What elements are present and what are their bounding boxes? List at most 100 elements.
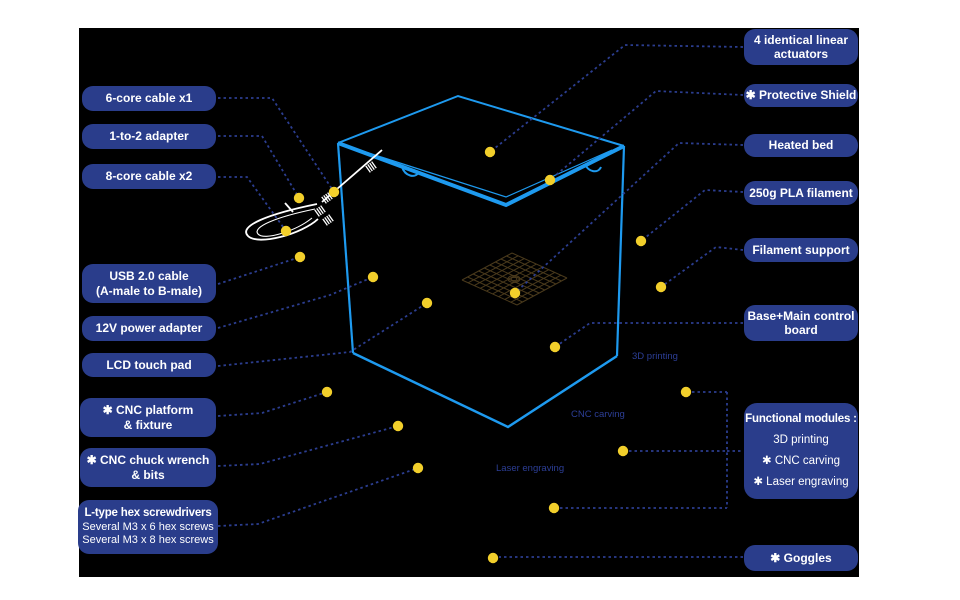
marker-dot-filament-support	[655, 281, 667, 293]
leader-filament-support	[660, 246, 744, 288]
label-text: Several M3 x 8 hex screws	[82, 533, 214, 546]
marker-dot-usb-cable	[294, 251, 306, 263]
zone-cnc-carving: CNC carving	[571, 409, 625, 420]
bed-grid-line	[467, 255, 519, 284]
bed-grid-line	[516, 277, 568, 306]
connector-tick	[322, 218, 328, 226]
leader-heated-bed	[514, 142, 744, 294]
marker-dot-linear-actuators	[484, 146, 496, 158]
marker-dot-cnc-chuck-wrench	[392, 420, 404, 432]
label-text: Filament support	[752, 242, 850, 257]
label-text: ✱ Goggles	[770, 550, 832, 565]
label-main-control-board: Base+Main control board	[744, 305, 858, 341]
bed-grid-line	[461, 279, 518, 306]
leader-hex-screwdrivers	[217, 467, 419, 527]
leader-cnc-chuck-wrench	[217, 425, 399, 467]
label-text: Base+Main control	[747, 308, 855, 323]
connector-tick	[325, 193, 331, 201]
connector-tick	[323, 195, 329, 203]
marker-dot-goggles	[487, 552, 499, 564]
connector-tick	[320, 205, 326, 213]
leader-lcd-touch-pad	[217, 302, 428, 367]
label-text: L-type hex screwdrivers	[84, 507, 212, 520]
bed-grid-line	[511, 252, 568, 279]
label-text: (A-male to B-male)	[95, 283, 202, 298]
label-text: 8-core cable x2	[105, 169, 193, 184]
marker-dot-module-cnc-carving	[617, 445, 629, 457]
marker-dot-1-to-2-adapter	[293, 192, 305, 204]
label-cnc-platform: ✱ CNC platform & fixture	[80, 398, 216, 437]
marker-dot-pla-filament	[635, 235, 647, 247]
bed-grid-line	[510, 274, 562, 303]
leader-linear-actuators	[489, 44, 744, 153]
marker-dot-12v-power-adapter	[367, 271, 379, 283]
bed-grid-line	[461, 252, 513, 281]
marker-dots	[280, 146, 692, 564]
label-functional-modules: Functional modules : 3D printing ✱ CNC c…	[744, 403, 858, 499]
label-lcd-touch-pad: LCD touch pad	[82, 353, 216, 377]
connector-tick	[321, 196, 327, 204]
marker-dot-protective-shield	[544, 174, 556, 186]
connector-tick	[316, 208, 322, 216]
leader-lines	[217, 44, 744, 558]
label-text: ✱ Protective Shield	[745, 88, 857, 103]
bed-grid-line	[492, 266, 543, 295]
marker-dot-8-core-cable	[280, 225, 292, 237]
label-cnc-chuck-wrench: ✱ CNC chuck wrench & bits	[80, 448, 216, 487]
leader-cnc-platform	[217, 391, 328, 417]
bed-grid-line	[480, 260, 531, 289]
marker-dot-main-control-board	[549, 341, 561, 353]
label-text: & bits	[131, 467, 165, 482]
connector-tick	[328, 214, 334, 222]
label-goggles: ✱ Goggles	[744, 545, 858, 571]
leader-protective-shield	[549, 90, 744, 181]
label-text: board	[784, 323, 818, 337]
cable-connectors	[314, 161, 377, 226]
leader-12v-power-adapter	[217, 276, 374, 329]
bed-grid-line	[500, 258, 557, 285]
leader-6-core-cable	[218, 97, 335, 193]
connector-tick	[365, 165, 371, 173]
leader-pla-filament	[640, 189, 744, 242]
label-protective-shield: ✱ Protective Shield	[744, 84, 858, 107]
connector-tick	[326, 215, 332, 223]
label-text: 250g PLA filament	[749, 185, 853, 200]
label-filament-support: Filament support	[744, 238, 858, 262]
zone-3d-printing: 3D printing	[632, 351, 678, 362]
label-text: LCD touch pad	[106, 357, 192, 372]
connector-tick	[327, 192, 333, 200]
marker-dot-cnc-platform	[321, 386, 333, 398]
label-text: Heated bed	[768, 138, 834, 153]
bed-grid-line	[473, 258, 525, 286]
label-heated-bed: Heated bed	[744, 134, 858, 157]
label-text: ✱ CNC carving	[761, 454, 840, 467]
label-text: Functional modules :	[745, 412, 857, 425]
label-hex-screwdrivers: L-type hex screwdrivers Several M3 x 6 h…	[78, 500, 218, 554]
label-8-core-cable: 8-core cable x2	[82, 164, 216, 189]
label-text: 3D printing	[773, 433, 829, 446]
label-text: Several M3 x 6 hex screws	[82, 520, 214, 533]
label-pla-filament: 250g PLA filament	[744, 181, 858, 205]
marker-dot-hex-screwdrivers	[412, 462, 424, 474]
label-6-core-cable: 6-core cable x1	[82, 86, 216, 111]
connector-tick	[314, 209, 320, 217]
bed-center-ring	[507, 275, 521, 283]
label-text: ✱ CNC chuck wrench	[86, 453, 210, 468]
marker-dot-heated-bed	[509, 287, 521, 299]
leader-8-core-cable	[218, 176, 287, 232]
leader-usb-cable	[217, 256, 301, 285]
label-text: & fixture	[123, 417, 173, 432]
label-usb-cable: USB 2.0 cable (A-male to B-male)	[82, 264, 216, 303]
connector-tick	[324, 217, 330, 225]
bed-grid-line	[498, 269, 549, 298]
zone-laser-engraving: Laser engraving	[496, 463, 565, 474]
marker-dot-module-3d-printing	[680, 386, 692, 398]
connector-tick	[369, 162, 375, 170]
connector-tick	[367, 164, 373, 172]
leader-1-to-2-adapter	[218, 135, 300, 199]
label-12v-power-adapter: 12V power adapter	[82, 316, 216, 341]
label-text: 4 identical linear	[753, 32, 849, 47]
marker-dot-lcd-touch-pad	[421, 297, 433, 309]
